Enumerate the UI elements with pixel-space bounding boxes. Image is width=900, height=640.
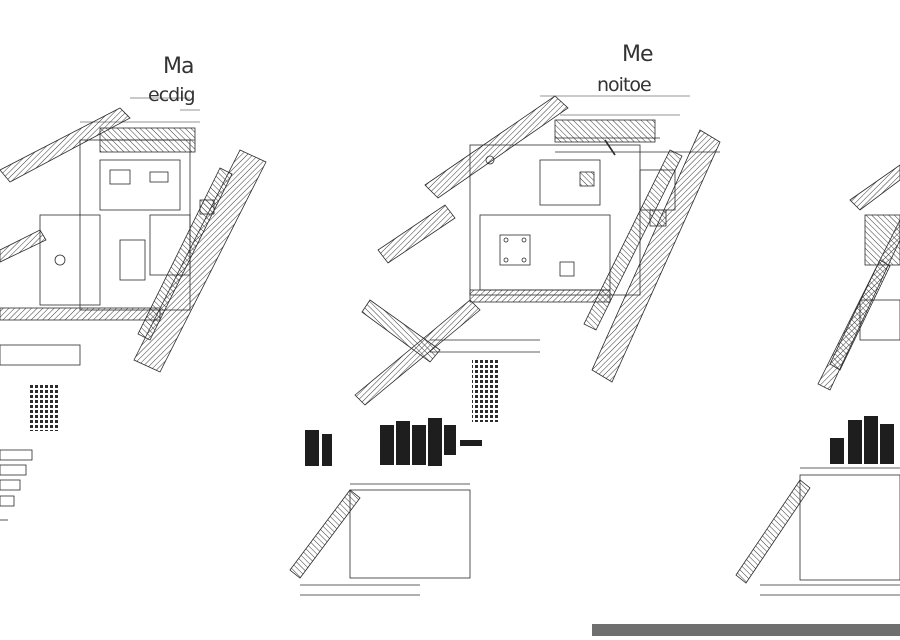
left-room-c	[149, 214, 191, 276]
right-pool	[799, 474, 900, 581]
center-floor-plan	[289, 95, 721, 596]
center-wall-right-diagonal	[591, 129, 721, 383]
center-terrace-band	[469, 289, 611, 303]
left-steps	[0, 449, 33, 521]
left-terrace-band	[0, 307, 161, 321]
left-stair-block	[30, 385, 58, 431]
center-wall-bottom-diagonal	[354, 299, 481, 406]
left-wall-left-diagonal	[0, 229, 47, 263]
center-dark-steps	[305, 418, 482, 466]
center-plan-title-line2: noitoe	[597, 74, 652, 96]
left-plan-title-line2: ecdig	[148, 84, 196, 106]
right-pool-stairs	[735, 479, 811, 584]
center-top-block	[554, 119, 656, 143]
left-room-a	[39, 214, 101, 306]
center-pool	[349, 489, 471, 579]
center-kitchen	[539, 159, 601, 206]
right-wall-upper-diagonal	[849, 164, 900, 211]
left-plan-title-line1: Ma	[163, 54, 194, 79]
footer-bar	[592, 624, 900, 636]
right-dark-steps	[830, 416, 894, 464]
left-wall-upper-diagonal	[0, 107, 131, 183]
center-stair-block	[472, 360, 500, 422]
right-floor-plan	[735, 164, 900, 596]
center-plan-title-line1: Me	[622, 42, 654, 67]
center-wall-left-diagonal	[377, 204, 456, 264]
left-wall-right-diagonal	[133, 149, 267, 373]
center-pool-stairs	[289, 489, 361, 579]
left-floor-plan	[0, 97, 267, 521]
center-living-area	[479, 214, 611, 291]
center-wall-right-inner	[583, 149, 683, 331]
left-room-b	[99, 159, 181, 211]
center-wall-upper-diagonal	[424, 95, 569, 199]
